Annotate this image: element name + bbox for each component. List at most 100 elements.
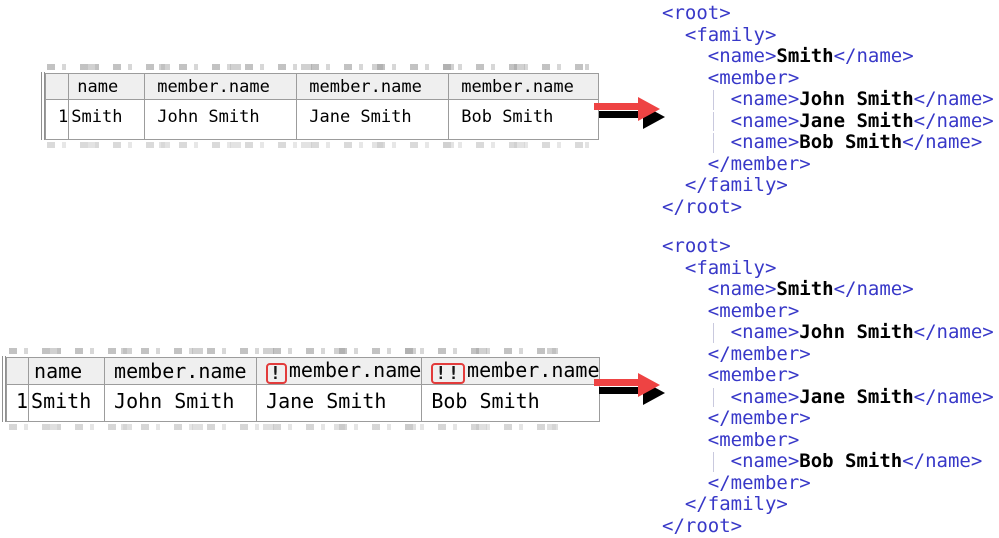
- row-header-double-line: [2, 356, 6, 422]
- row-header-double-line: [41, 72, 45, 140]
- grid-column-header[interactable]: member.name: [296, 73, 450, 100]
- xml-code-line: <name>Smith</name>: [662, 45, 994, 68]
- xml-code-line: </root>: [662, 514, 994, 538]
- grid-column-header[interactable]: member.name: [448, 73, 600, 100]
- xml-tag: </member>: [707, 342, 811, 365]
- indent-guide-line: [713, 452, 715, 472]
- column-header-label: name: [34, 359, 83, 383]
- xml-tag: </root>: [662, 195, 743, 218]
- grid-cell[interactable]: Smith: [68, 99, 146, 140]
- xml-code-line: <name>Jane Smith</name>: [662, 109, 994, 133]
- row-header-corner[interactable]: [5, 357, 30, 385]
- xml-tag: <name>: [730, 131, 800, 153]
- xml-code-line: <member>: [662, 364, 994, 387]
- clipped-text-artifact: [47, 64, 589, 70]
- xml-tag: <root>: [662, 2, 731, 24]
- row-number[interactable]: 1: [44, 99, 70, 140]
- column-header-label: member.name: [309, 76, 422, 97]
- xml-tag: <member>: [707, 299, 800, 322]
- indent-guide-line: [713, 111, 715, 131]
- xml-code-line: </member>: [662, 407, 994, 430]
- row-header-corner[interactable]: [44, 73, 70, 100]
- xml-tag: <name>: [707, 278, 777, 300]
- indent-guide-line: [713, 323, 715, 343]
- xml-code-line: <family>: [662, 23, 994, 47]
- indent-guide-line: [713, 133, 715, 153]
- xml-tag: <member>: [707, 428, 800, 451]
- grid-column-header[interactable]: !!member.name: [421, 357, 601, 385]
- grid-cell[interactable]: Bob Smith: [448, 99, 600, 140]
- xml-code-line: <name>Bob Smith</name>: [662, 450, 994, 473]
- grid-column-header[interactable]: !member.name: [256, 357, 423, 385]
- xml-code-line: <root>: [662, 2, 994, 25]
- xml-code-line: <name>Jane Smith</name>: [662, 385, 994, 409]
- xml-code-line: </root>: [662, 195, 994, 219]
- indent-guide-line: [713, 90, 715, 110]
- xml-code-line: <name>Bob Smith</name>: [662, 131, 994, 154]
- grid-cell[interactable]: John Smith: [144, 99, 298, 140]
- xml-tag: </family>: [684, 493, 788, 515]
- arrow-right-icon: [594, 373, 665, 405]
- xml-tag: <family>: [684, 256, 777, 279]
- xml-tag: </name>: [913, 109, 994, 132]
- xml-text-content: Smith: [776, 45, 834, 67]
- xml-tag: <family>: [684, 23, 777, 46]
- multiplied-column-marker: !: [266, 363, 287, 384]
- xml-code-line: </family>: [662, 174, 994, 197]
- xml-text-content: Bob Smith: [799, 450, 903, 472]
- row-number[interactable]: 1: [5, 384, 30, 422]
- xml-tag: <name>: [730, 88, 800, 110]
- clipped-text-artifact: [9, 348, 565, 354]
- clipped-text-artifact: [9, 424, 565, 430]
- grid-column-header[interactable]: name: [28, 357, 106, 385]
- xml-tag: </name>: [902, 131, 983, 153]
- grid-cell[interactable]: Smith: [28, 384, 106, 422]
- xml-tag: </name>: [833, 45, 914, 67]
- xml-code-line: <member>: [662, 299, 994, 323]
- xml-tag: <name>: [707, 45, 777, 67]
- grid-cell[interactable]: Bob Smith: [421, 384, 601, 422]
- xml-code-line: <member>: [662, 67, 994, 90]
- xml-tag: </name>: [913, 385, 994, 408]
- xml-tag: </name>: [913, 321, 994, 343]
- xml-tag: <name>: [730, 321, 800, 343]
- column-header-label: name: [77, 76, 119, 97]
- xml-code-line: <root>: [662, 235, 994, 258]
- grid-cell[interactable]: John Smith: [104, 384, 258, 422]
- xml-tag: </name>: [913, 88, 994, 110]
- xml-tag: <member>: [707, 364, 800, 386]
- xml-code-line: <name>John Smith</name>: [662, 88, 994, 111]
- grid-cell[interactable]: Jane Smith: [296, 99, 450, 140]
- grid-cell[interactable]: Jane Smith: [256, 384, 423, 422]
- xml-code-top[interactable]: <root><family><name>Smith</name><member>…: [662, 2, 994, 219]
- column-header-label: member.name: [467, 358, 600, 383]
- xml-tag: <name>: [730, 450, 800, 472]
- grid-column-header[interactable]: member.name: [144, 73, 298, 100]
- xml-tag: <name>: [730, 385, 800, 408]
- xml-text-content: Bob Smith: [799, 131, 903, 153]
- xml-code-line: </member>: [662, 472, 994, 495]
- xml-code-bottom[interactable]: <root><family><name>Smith</name><member>…: [662, 235, 994, 538]
- xml-tag: <root>: [662, 235, 731, 257]
- xml-code-line: <name>Smith</name>: [662, 278, 994, 301]
- grid-column-header[interactable]: member.name: [104, 357, 258, 385]
- xml-code-line: <member>: [662, 428, 994, 452]
- xml-text-content: Smith: [776, 278, 834, 300]
- xml-tag: </root>: [662, 514, 743, 537]
- xml-code-line: <family>: [662, 256, 994, 280]
- column-header-label: member.name: [461, 76, 574, 97]
- xml-tag: <name>: [730, 109, 800, 132]
- clipped-text-artifact: [47, 142, 589, 148]
- xml-code-line: <name>John Smith</name>: [662, 321, 994, 344]
- xml-code-line: </member>: [662, 342, 994, 366]
- grid-column-header[interactable]: name: [68, 73, 146, 100]
- xml-tag: </member>: [707, 407, 811, 429]
- arrow-right-icon: [594, 97, 665, 129]
- xml-code-line: </member>: [662, 153, 994, 176]
- column-header-label: member.name: [288, 358, 422, 383]
